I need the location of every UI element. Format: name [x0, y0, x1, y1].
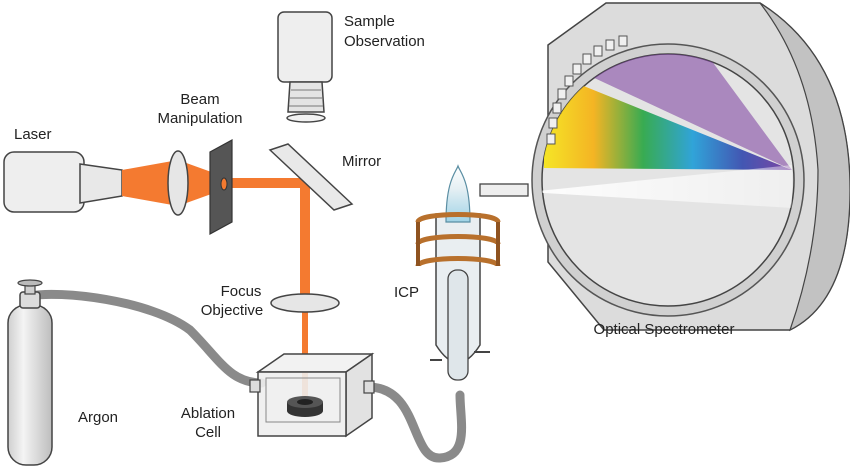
mirror — [268, 143, 354, 211]
laser-unit — [3, 151, 123, 213]
argon-tube — [25, 289, 267, 388]
label-optical-spectrometer: Optical Spectrometer — [594, 321, 735, 338]
beam-manipulation-optics — [167, 138, 233, 236]
induction-coil — [415, 212, 501, 269]
entrance-slit — [479, 183, 529, 197]
optical-spectrometer — [479, 2, 850, 332]
focus-objective-lens — [270, 293, 340, 313]
label-observation: Observation — [344, 33, 425, 50]
label-cell: Cell — [195, 424, 221, 441]
label-objective: Objective — [201, 302, 264, 319]
observation-camera — [277, 11, 333, 123]
label-focus: Focus — [221, 283, 262, 300]
label-sample: Sample — [344, 13, 395, 30]
argon-cylinder — [7, 279, 53, 466]
label-laser: Laser — [14, 126, 52, 143]
label-ablation: Ablation — [181, 405, 235, 422]
label-argon: Argon — [78, 409, 118, 426]
label-beam: Beam — [180, 91, 219, 108]
transfer-tube — [363, 382, 467, 463]
label-icp: ICP — [394, 284, 419, 301]
icp-torch — [430, 164, 490, 381]
label-mirror: Mirror — [342, 153, 381, 170]
ablation-cell — [249, 352, 375, 438]
label-manipulation: Manipulation — [157, 110, 242, 127]
detector-array — [546, 35, 628, 145]
